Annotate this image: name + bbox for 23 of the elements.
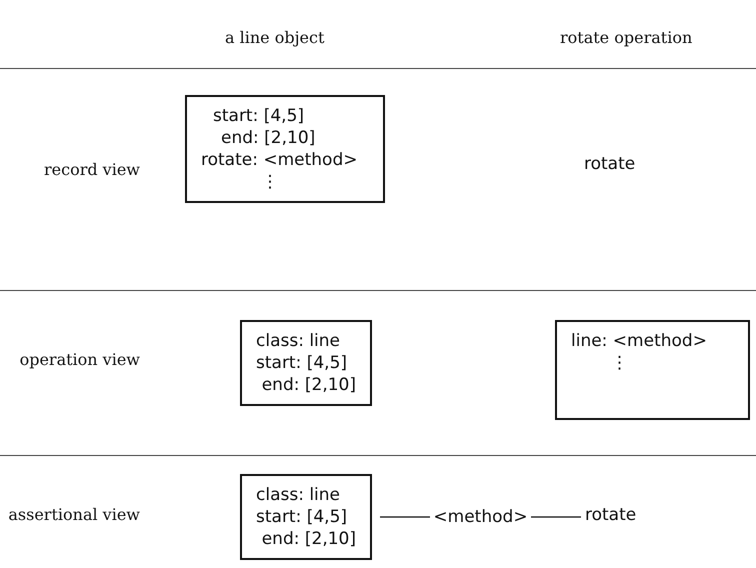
ellipsis-mark: ⋮ [610, 352, 629, 374]
field-text: class: line [256, 330, 342, 352]
row-label: record view [42, 160, 140, 179]
record-box [185, 95, 385, 203]
operation-text: rotate [585, 505, 636, 525]
record-box [240, 474, 372, 560]
field-text: end: [2,10] [260, 374, 356, 396]
row-label: operation view [18, 350, 140, 369]
ellipsis-mark: ⋮ [260, 171, 280, 193]
record-box [555, 320, 750, 420]
field-text: end: [2,10] [220, 127, 316, 149]
operation-text: rotate [584, 154, 636, 174]
field-text: start: [4,5] [256, 506, 348, 528]
field-text: rotate: <method> [201, 149, 358, 171]
record-box [240, 320, 372, 406]
field-text: start: [4,5] [256, 352, 348, 374]
field-text: line: <method> [571, 330, 708, 352]
row-label: assertional view [7, 505, 140, 524]
field-text: end: [2,10] [260, 528, 356, 550]
field-text: class: line [256, 484, 342, 506]
column-header: a line object [225, 28, 324, 47]
column-header: rotate operation [560, 28, 692, 47]
field-text: start: [4,5] [212, 105, 306, 127]
